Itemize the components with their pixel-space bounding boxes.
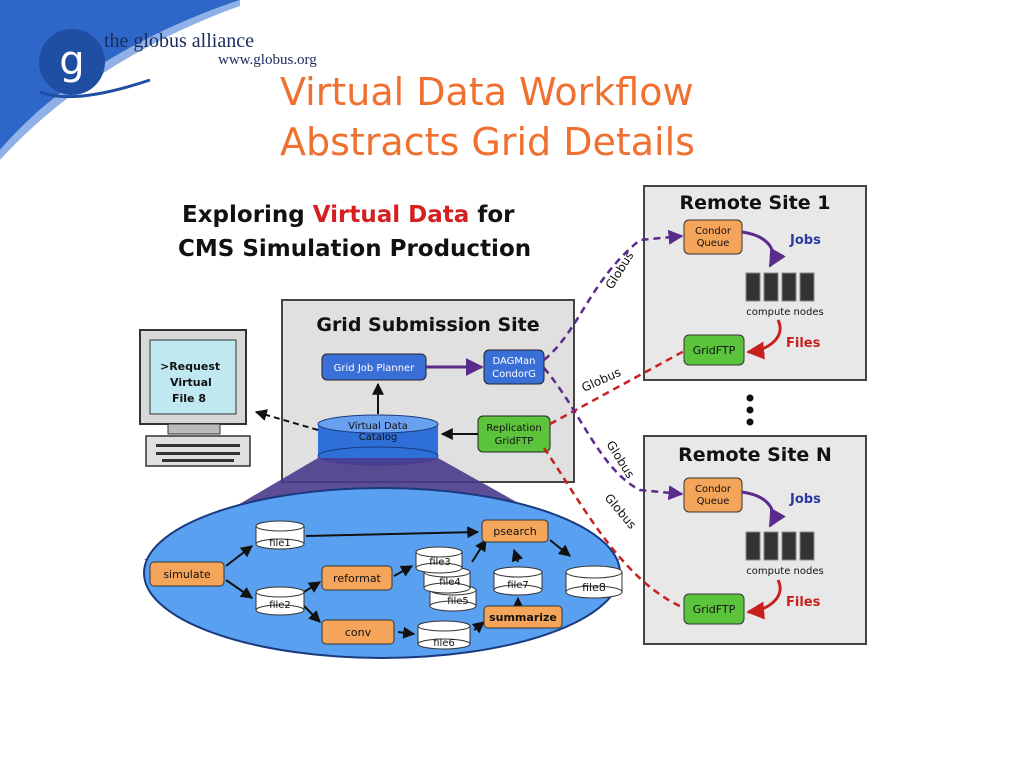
- svg-text:Condor: Condor: [695, 484, 732, 495]
- grid-submission-site-title: Grid Submission Site: [316, 314, 539, 336]
- svg-text:DAGMan: DAGMan: [492, 356, 535, 367]
- logo-letter: g: [59, 38, 84, 84]
- diagram-heading: Exploring Virtual Data for: [182, 202, 515, 228]
- job-psearch: [481, 519, 549, 543]
- job-conv: [321, 619, 395, 645]
- svg-text:Queue: Queue: [697, 496, 730, 507]
- virtual-data-catalog-cylinder: [317, 414, 439, 466]
- remote-site-n-condor-queue: [683, 477, 743, 513]
- svg-text:file2: file2: [269, 600, 291, 611]
- terminal-line3: File 8: [172, 392, 206, 405]
- globus-link-label-3: Globus: [603, 438, 637, 481]
- slide-title-line2: Abstracts Grid Details: [280, 120, 695, 164]
- remote-site-n-server-icon: [745, 531, 815, 561]
- job-summarize: [483, 605, 563, 629]
- remote-site-1-panel: [643, 185, 867, 381]
- remote-site-1-files-label: Files: [786, 336, 821, 351]
- svg-text:file7: file7: [507, 580, 529, 591]
- svg-text:Condor: Condor: [695, 226, 732, 237]
- remote-site-1-gridftp: [683, 334, 745, 366]
- more-sites-ellipsis: [746, 394, 754, 426]
- remote-site-n-gridftp: [683, 593, 745, 625]
- globus-link-label-4: Globus: [602, 491, 639, 532]
- file8-cylinder: [565, 565, 623, 599]
- slide-title-line1: Virtual Data Workflow: [280, 70, 694, 114]
- remote-site-1-title: Remote Site 1: [680, 192, 831, 214]
- svg-text:CondorG: CondorG: [492, 369, 536, 380]
- svg-text:conv: conv: [345, 626, 372, 639]
- remote-site-n-compute-label: compute nodes: [746, 566, 823, 577]
- svg-text:GridFTP: GridFTP: [693, 603, 736, 616]
- svg-text:psearch: psearch: [493, 525, 537, 538]
- dagman-condorg-box: [483, 349, 545, 385]
- replication-gridftp-box: [477, 415, 551, 453]
- globus-logo-circle: [39, 29, 105, 95]
- remote-site-n-files-label: Files: [786, 595, 821, 610]
- catalog-expansion-funnel: [144, 458, 620, 560]
- globus-link-label-2: Globus: [580, 365, 624, 395]
- org-name: the globus alliance: [104, 30, 254, 52]
- file5-cylinder: [429, 584, 477, 612]
- svg-text:GridFTP: GridFTP: [495, 436, 534, 447]
- remote-site-n-panel: [643, 435, 867, 645]
- svg-text:file4: file4: [439, 577, 461, 588]
- svg-text:Catalog: Catalog: [359, 432, 397, 443]
- org-url: www.globus.org: [218, 52, 317, 68]
- svg-text:Replication: Replication: [486, 423, 541, 434]
- job-reformat: [321, 565, 393, 591]
- terminal-computer-icon: [139, 329, 251, 467]
- svg-text:file1: file1: [269, 538, 291, 549]
- grid-job-planner-box: [321, 353, 427, 381]
- remote-site-1-condor-queue: [683, 219, 743, 255]
- file7-cylinder: [493, 566, 543, 596]
- remote-site-1-jobs-label: Jobs: [789, 233, 821, 248]
- svg-text:simulate: simulate: [163, 568, 211, 581]
- remote-site-1-compute-label: compute nodes: [746, 307, 823, 318]
- svg-text:Queue: Queue: [697, 238, 730, 249]
- svg-text:file6: file6: [433, 638, 455, 649]
- file1-cylinder: [255, 520, 305, 550]
- corner-swoosh-decoration: g: [0, 0, 240, 160]
- svg-text:Grid Job Planner: Grid Job Planner: [334, 363, 416, 374]
- workflow-ellipse: [143, 487, 621, 659]
- svg-text:file8: file8: [582, 581, 606, 594]
- svg-text:GridFTP: GridFTP: [693, 344, 736, 357]
- grid-submission-site-panel: [281, 299, 575, 483]
- remote-site-1-server-icon: [745, 272, 815, 302]
- svg-text:summarize: summarize: [489, 611, 557, 624]
- remote-site-n-title: Remote Site N: [678, 444, 832, 466]
- diagram-heading-line2: CMS Simulation Production: [178, 236, 531, 262]
- file4-cylinder: [423, 566, 471, 594]
- svg-text:Virtual Data: Virtual Data: [348, 421, 408, 432]
- file2-cylinder: [255, 586, 305, 616]
- svg-text:reformat: reformat: [333, 572, 381, 585]
- terminal-line1: >Request: [160, 360, 220, 373]
- svg-text:file5: file5: [447, 596, 469, 607]
- file6-cylinder: [417, 620, 471, 650]
- svg-text:file3: file3: [429, 557, 451, 568]
- remote-site-n-jobs-label: Jobs: [789, 492, 821, 507]
- terminal-line2: Virtual: [170, 376, 212, 389]
- job-simulate: [149, 561, 225, 587]
- file3-cylinder: [415, 546, 463, 574]
- globus-link-label-1: Globus: [603, 249, 637, 292]
